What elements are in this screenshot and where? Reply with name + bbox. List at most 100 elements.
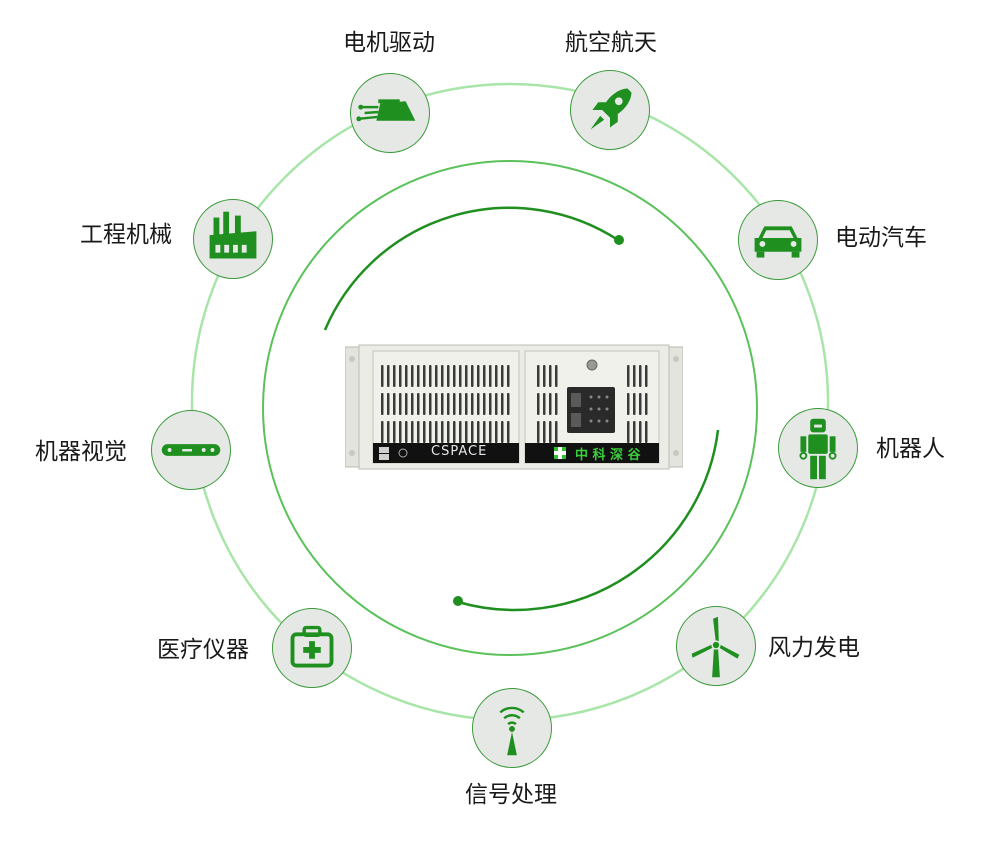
- vent-slot: [393, 393, 396, 415]
- vent-slot: [549, 421, 552, 443]
- inner-arc-bottom-dot: [453, 596, 463, 606]
- node-medical-instruments: [272, 608, 352, 688]
- vent-slot: [645, 393, 648, 415]
- vent-slot: [399, 421, 402, 443]
- vent-slot: [459, 365, 462, 387]
- vent-slot: [507, 365, 510, 387]
- node-electric-vehicle: [738, 200, 818, 280]
- vent-slot: [417, 421, 420, 443]
- robot-icon: [799, 418, 837, 480]
- vent-slot: [471, 393, 474, 415]
- vision-sensor-icon: [161, 444, 221, 456]
- vent-slot: [405, 393, 408, 415]
- vent-slot: [483, 365, 486, 387]
- vent-slot: [429, 393, 432, 415]
- vent-slot: [633, 393, 636, 415]
- car-icon: [754, 226, 802, 258]
- vent-slot: [483, 393, 486, 415]
- vent-slot: [543, 393, 546, 415]
- brand-right-label: 中 科 深 谷: [575, 448, 641, 463]
- vent-slot: [645, 365, 648, 387]
- node-motor-drive: [350, 73, 430, 153]
- vent-slot: [639, 393, 642, 415]
- vent-slot: [411, 365, 414, 387]
- vent-slot: [489, 393, 492, 415]
- vent-slot: [627, 393, 630, 415]
- rocket-icon: [590, 88, 632, 130]
- label-motor-drive: 电机驱动: [343, 30, 435, 56]
- vent-slot: [459, 393, 462, 415]
- vent-slot: [537, 393, 540, 415]
- vent-slot: [477, 393, 480, 415]
- vent-slot: [489, 365, 492, 387]
- label-medical-instruments: 医疗仪器: [157, 637, 249, 663]
- vent-slot: [405, 421, 408, 443]
- vent-slot: [465, 365, 468, 387]
- node-signal-processing: [472, 688, 552, 768]
- vent-slot: [393, 365, 396, 387]
- vent-slot: [411, 393, 414, 415]
- vent-slot: [627, 421, 630, 443]
- vent-slot: [453, 421, 456, 443]
- vent-slot: [543, 421, 546, 443]
- vent-slot: [417, 365, 420, 387]
- vent-slot: [393, 421, 396, 443]
- vent-slot: [543, 365, 546, 387]
- vent-slot: [477, 421, 480, 443]
- brand-left-label: CSPACE: [431, 444, 488, 459]
- vent-slot: [537, 365, 540, 387]
- vent-slot: [639, 365, 642, 387]
- vent-slot: [627, 365, 630, 387]
- antenna-signal-icon: [499, 706, 525, 756]
- node-machine-vision: [151, 410, 231, 490]
- label-construction-machinery: 工程机械: [80, 222, 172, 248]
- vent-slot: [423, 421, 426, 443]
- vent-slot: [399, 365, 402, 387]
- node-aerospace: [570, 70, 650, 150]
- vent-slot: [381, 421, 384, 443]
- vent-slot: [495, 421, 498, 443]
- vent-slot: [381, 393, 384, 415]
- label-aerospace: 航空航天: [565, 30, 657, 56]
- vent-slot: [507, 393, 510, 415]
- motor-drive-icon: [356, 99, 416, 122]
- vent-slot: [387, 393, 390, 415]
- vent-slot: [429, 421, 432, 443]
- vent-slot: [399, 393, 402, 415]
- node-construction-machinery: [193, 199, 273, 279]
- vent-slot: [549, 393, 552, 415]
- vent-slot: [447, 393, 450, 415]
- vent-slot: [471, 421, 474, 443]
- vent-slot: [495, 365, 498, 387]
- vent-slot: [477, 365, 480, 387]
- vent-slot: [501, 421, 504, 443]
- vent-slot: [417, 393, 420, 415]
- label-machine-vision: 机器视觉: [35, 439, 127, 465]
- vent-slot: [435, 393, 438, 415]
- label-signal-processing: 信号处理: [465, 782, 557, 808]
- vent-slot: [633, 365, 636, 387]
- factory-icon: [209, 211, 257, 259]
- industrial-pc-chassis: CSPACE 中 科 深 谷: [344, 343, 684, 471]
- label-wind-power: 风力发电: [768, 635, 860, 661]
- vent-slot: [459, 421, 462, 443]
- vent-slot: [405, 365, 408, 387]
- vent-slot: [633, 421, 636, 443]
- vent-slot: [447, 421, 450, 443]
- vent-slot: [435, 421, 438, 443]
- vent-slot: [441, 393, 444, 415]
- vent-slot: [501, 393, 504, 415]
- node-robot: [778, 408, 858, 488]
- vent-slot: [465, 421, 468, 443]
- vent-slot: [501, 365, 504, 387]
- vent-slot: [423, 365, 426, 387]
- vent-slot: [495, 393, 498, 415]
- node-wind-power: [676, 606, 756, 686]
- vent-slot: [441, 421, 444, 443]
- vent-slot: [645, 421, 648, 443]
- vent-slot: [453, 365, 456, 387]
- wind-turbine-icon: [691, 616, 740, 678]
- vent-slot: [423, 393, 426, 415]
- inner-arc-top-dot: [614, 235, 624, 245]
